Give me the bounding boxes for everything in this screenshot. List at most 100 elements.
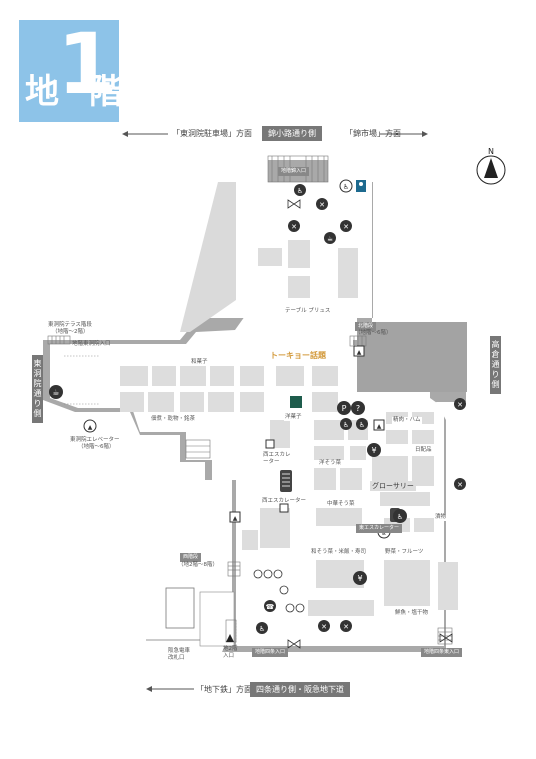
dept-chukasozai: 中華そう菜 [326,501,356,508]
yen-icon-1: ¥ [367,443,381,457]
svg-text:✕: ✕ [291,223,297,231]
dept-wasozai: 和そう菜・米飯・寿司 [310,549,368,556]
west-stairs-label: 西階段 [180,553,202,562]
restaurant-icon-2: ✕ [340,220,352,232]
floor-interior [50,186,444,646]
west-stairs-floors: （地2階～8階） [178,562,218,568]
accessible-icon-center: ♿ [340,418,352,430]
floor-suffix: 階 [89,72,123,112]
terrace-stairs-floors: （地階～2階） [52,329,89,335]
right-side-text: 高倉通り側 [491,340,500,389]
bottom-street-label: 四条通り側・阪急地下道 [250,682,350,697]
hankyu-area [165,587,195,629]
east-escalator-label: 東エスカレーター [356,524,403,533]
north-west-pale [180,182,236,332]
svg-text:✕: ✕ [457,481,463,489]
svg-text:✕: ✕ [319,201,325,209]
restaurant-icon-right: ✕ [454,398,466,410]
parking-icon: P [337,401,351,415]
svg-text:☎: ☎ [266,603,275,611]
svg-text:♿: ♿ [359,421,365,429]
svg-text:♿: ♿ [381,530,386,537]
left-side-text: 東洞院通り側 [33,359,42,418]
dept-grocery: グローサリー [370,481,416,491]
bottom-arrow [146,686,194,692]
top-street-label: 錦小路通り側 [262,126,322,141]
restaurant-icon-bottom-2: ✕ [318,620,330,632]
right-building-block [357,322,467,392]
dept-yosozai: 洋そう菜 [318,460,343,467]
chika2-entrance-label: 地2階 入口 [223,646,238,659]
svg-text:▲: ▲ [357,349,362,356]
left-side-label: 東洞院通り側 [32,355,43,423]
phone-icon: ☎ [264,600,276,612]
stairs-icon-west [279,503,289,513]
restroom-icon-west [253,569,305,613]
floor-prefix: 地 [25,72,59,112]
top-arrows [122,131,428,137]
svg-text:✕: ✕ [321,623,327,631]
west-lower-zone [199,591,235,647]
higashinotoin-elevator-label: 東洞院エレベーター [70,437,120,443]
restaurant-icon-3: ✕ [288,220,300,232]
svg-text:♿: ♿ [343,421,349,429]
svg-text:♿: ♿ [397,513,403,521]
svg-text:▲: ▲ [377,423,382,430]
info-icon: ? [351,401,365,415]
compass-icon: N [476,147,506,185]
green-marker [290,396,302,408]
compass: N [474,145,508,191]
svg-text:✕: ✕ [457,401,463,409]
svg-text:✕: ✕ [343,223,349,231]
north-entrance-label: 地階錦入口 [278,167,310,176]
elevator-icon-north: ▲ [353,345,365,357]
bottom-direction-bar [146,681,196,695]
floor-badge: 地 1 階 [19,20,123,122]
north-stairs-label: 北階段 [355,322,377,331]
svg-text:¥: ¥ [371,446,376,455]
chika2-arrow [226,634,234,642]
dept-nichihaihin: 日配品 [414,447,433,454]
svg-text:♿: ♿ [343,183,349,191]
dept-topics: トーキョー話題 [270,351,326,360]
topics-area [268,346,328,360]
restaurant-icon-lower-right: ✕ [454,478,466,490]
west-escalator-label: 西エスカレーター [262,498,307,504]
svg-text:♿: ♿ [297,187,303,195]
top-direction-bar [122,126,428,140]
svg-text:¥: ¥ [357,574,362,583]
dept-yasai: 野菜・フルーツ [384,549,425,556]
escalator-stripes [282,473,290,487]
toilet-icon: ♿ [339,179,353,193]
right-side-label: 高倉通り側 [490,336,501,394]
hankyu-gate-label: 阪急電車 改札口 [168,648,191,661]
shijo-entrance-label: 地階四条入口 [252,648,289,657]
coffee-icon-left: ☕ [49,385,63,399]
top-right-direction: 「錦市場」方面 [345,129,401,138]
shijo-east-entrance-label: 地階四条東入口 [421,648,463,657]
elevator-icon-left: ▲ [83,419,97,433]
north-stairs-floors: （地階～6階） [355,330,392,336]
accessible-icon-center-2: ♿ [356,418,368,430]
svg-text:✕: ✕ [343,623,349,631]
compass-letter: N [488,147,494,156]
dept-seiniku: 精肉・ハム [392,417,422,424]
elevator-icon-west: ▲ [229,511,241,523]
bowtie-icons [287,199,453,649]
svg-text:☕: ☕ [327,235,333,243]
west-elevator-label: 西エスカレーター [263,452,291,465]
restaurant-icon-1: ✕ [316,198,328,210]
booths [120,240,458,616]
dept-tsukemono: 漬物 [434,514,448,521]
accessible-icon-top: ♿ [294,184,306,196]
accessible-icon-east: ♿ [393,509,407,523]
dept-sengyo: 鮮魚・塩干物 [394,610,430,617]
top-left-direction: 「東洞院駐車場」方面 [172,129,252,138]
restaurant-icon-bottom: ✕ [340,620,352,632]
elevator-icon-center: ▲ [373,419,385,431]
higashinotoin-elevator-floors: （地階～6階） [78,444,115,450]
svg-text:▲: ▲ [88,424,93,431]
higashinotoin-entrance-label: 地階東洞院入口 [72,341,111,347]
svg-text:▲: ▲ [233,515,238,522]
